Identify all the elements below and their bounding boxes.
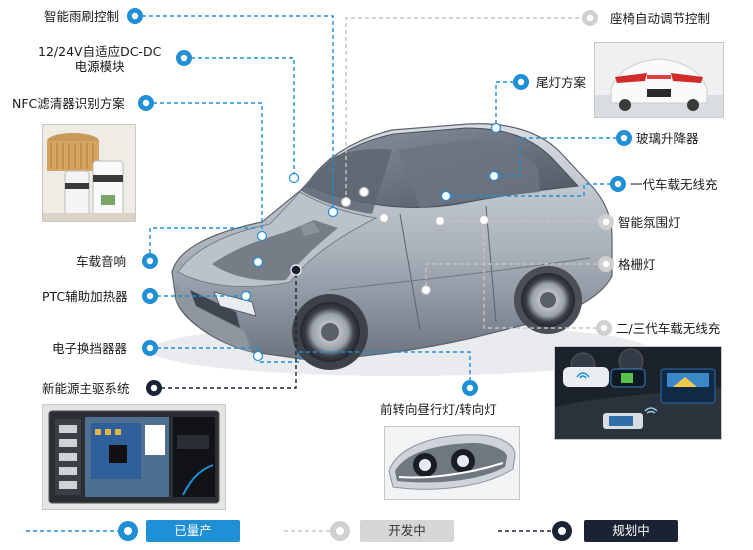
label-tail-light: 尾灯方案: [536, 75, 587, 90]
car-nodes: [240, 122, 502, 362]
label-wireless-charger-23: 二/三代车载无线充: [616, 321, 721, 336]
label-ptc-heater: PTC辅助加热器: [42, 289, 128, 304]
tail-light-photo: [594, 42, 724, 118]
label-car-audio: 车载音响: [76, 254, 127, 269]
wireless-charger-photo: [554, 346, 722, 440]
car-illustration: [150, 123, 650, 376]
label-ev-drive: 新能源主驱系统: [42, 381, 130, 396]
label-endpoints: [127, 8, 632, 396]
label-wiper-control: 智能雨刷控制: [44, 9, 120, 24]
label-dcdc-module: 12/24V自适应DC-DC 电源模块: [38, 44, 162, 74]
produced-connectors: [135, 15, 618, 388]
headlight-photo: [384, 426, 520, 500]
legend-developing: 开发中: [360, 520, 454, 542]
ev-controller-photo: [42, 404, 226, 510]
label-front-light: 前转向昼行灯/转向灯: [380, 402, 497, 417]
developing-connectors: [345, 17, 606, 329]
label-window-lifter: 玻璃升降器: [636, 131, 699, 146]
label-seat-control: 座椅自动调节控制: [610, 11, 711, 26]
label-ambient-light: 智能氛围灯: [618, 215, 681, 230]
legend-produced: 已量产: [146, 520, 240, 542]
filter-photo: [42, 124, 136, 222]
label-e-shifter: 电子换挡器器: [52, 341, 128, 356]
label-grille-light: 格栅灯: [618, 257, 656, 272]
label-wireless-charger-1: 一代车载无线充: [630, 177, 718, 192]
label-nfc-filter: NFC滤清器识别方案: [12, 96, 125, 111]
legend-graphics: [26, 521, 572, 541]
legend-planning: 规划中: [584, 520, 678, 542]
planning-connectors: [154, 270, 297, 389]
